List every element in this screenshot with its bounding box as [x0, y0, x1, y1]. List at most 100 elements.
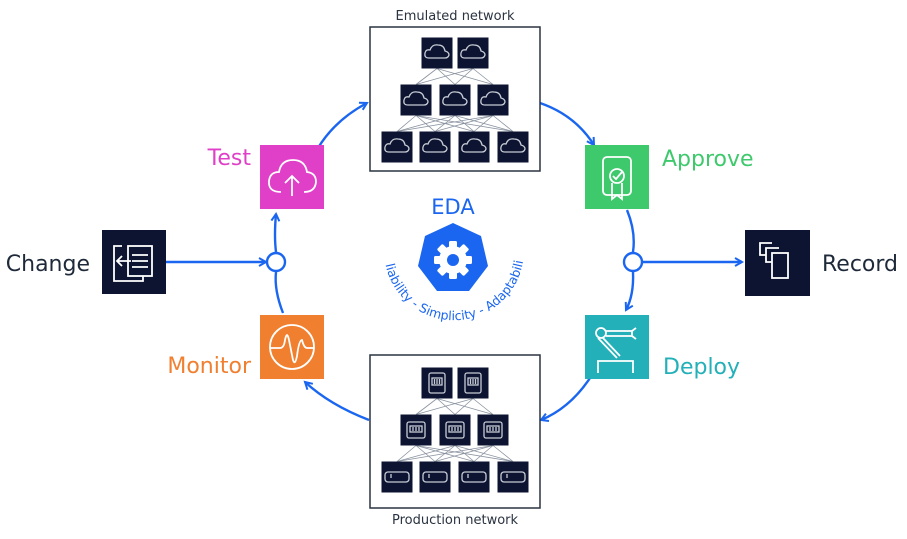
- network-link: [396, 115, 456, 132]
- production-network-nodes: [381, 367, 529, 493]
- network-link: [415, 68, 438, 85]
- network-node: [400, 84, 432, 116]
- cloud-icon: [460, 44, 486, 59]
- node-tile: [419, 131, 451, 163]
- stage-monitor[interactable]: Monitor: [167, 315, 324, 379]
- network-node: [458, 461, 490, 493]
- change-label: Change: [6, 252, 90, 277]
- arrow-deploy-to-production: [541, 377, 591, 420]
- flow-arrows: [166, 103, 742, 420]
- network-link: [492, 115, 514, 132]
- network-link: [434, 445, 494, 462]
- eda-logo: [418, 223, 488, 291]
- node-tile: [419, 461, 451, 493]
- switch-icon: [483, 421, 503, 439]
- network-node: [477, 84, 509, 116]
- copies-icon: [759, 242, 789, 279]
- deploy-label: Deploy: [663, 355, 740, 380]
- cloud-icon: [442, 91, 468, 106]
- arrow-junction-to-test: [275, 214, 276, 253]
- server-icon: [384, 471, 410, 483]
- network-node: [421, 37, 453, 69]
- network-link: [396, 115, 494, 132]
- network-link: [436, 68, 456, 85]
- stage-test[interactable]: Test: [207, 145, 324, 209]
- cloud-icon: [480, 91, 506, 106]
- monitor-label: Monitor: [167, 354, 252, 379]
- network-link: [415, 398, 438, 415]
- node-tile: [381, 131, 413, 163]
- arrow-approve-to-junction: [625, 209, 635, 253]
- server-icon: [500, 471, 526, 483]
- network-link: [472, 68, 494, 85]
- network-link: [472, 398, 494, 415]
- junction-left: [265, 251, 287, 273]
- network-node: [381, 131, 413, 163]
- gear-icon: [434, 241, 472, 279]
- node-tile: [381, 461, 413, 493]
- cloud-icon: [424, 44, 450, 59]
- record-tile: [745, 230, 810, 296]
- pulse-icon: [269, 324, 315, 370]
- emulated-network-label: Emulated network: [396, 9, 515, 24]
- network-node: [419, 461, 451, 493]
- certificate-icon: [602, 156, 632, 201]
- node-tile: [497, 461, 529, 493]
- emulated-network-links: [396, 68, 514, 132]
- arrow-test-to-emulated: [316, 103, 367, 149]
- network-node: [439, 414, 471, 446]
- network-link: [434, 115, 494, 132]
- arrow-monitor-to-junction: [274, 271, 285, 314]
- network-link: [454, 398, 474, 415]
- network-link: [473, 445, 494, 462]
- network-link: [396, 445, 456, 462]
- network-node: [457, 367, 489, 399]
- network-node: [457, 37, 489, 69]
- network-node: [400, 414, 432, 446]
- arrow-junction-to-deploy: [626, 271, 635, 310]
- switch-icon: [445, 421, 465, 439]
- stage-change[interactable]: Change: [6, 230, 166, 294]
- network-node: [497, 131, 529, 163]
- server-icon: [461, 471, 487, 483]
- network-link: [415, 68, 474, 85]
- robot-arm-icon: [595, 327, 637, 373]
- arrow-production-to-monitor: [305, 382, 370, 422]
- production-network-label: Production network: [392, 513, 519, 528]
- record-label: Record: [822, 252, 898, 277]
- node-tile: [458, 461, 490, 493]
- network-node: [419, 131, 451, 163]
- network-link: [396, 445, 417, 462]
- chassis-icon: [464, 372, 482, 394]
- cloud-icon: [403, 91, 429, 106]
- network-link: [436, 398, 494, 415]
- emulated-network-nodes: [381, 37, 529, 163]
- network-node: [497, 461, 529, 493]
- document-import-icon: [113, 245, 153, 282]
- network-link: [436, 68, 494, 85]
- node-tile: [421, 37, 453, 69]
- node-tile: [497, 131, 529, 163]
- stage-record[interactable]: Record: [745, 230, 898, 296]
- node-tile: [439, 84, 471, 116]
- cloud-icon: [384, 138, 410, 153]
- stage-approve[interactable]: Approve: [585, 145, 754, 209]
- arrow-emulated-to-approve: [539, 101, 594, 145]
- node-tile: [458, 131, 490, 163]
- approve-label: Approve: [662, 147, 754, 172]
- network-link: [454, 68, 474, 85]
- stage-deploy[interactable]: Deploy: [585, 315, 740, 380]
- network-node: [439, 84, 471, 116]
- network-link: [436, 398, 456, 415]
- switch-icon: [406, 421, 426, 439]
- deploy-tile: [585, 315, 649, 379]
- node-tile: [400, 84, 432, 116]
- node-tile: [477, 84, 509, 116]
- junction-right: [622, 251, 644, 273]
- change-tile: [102, 230, 166, 294]
- server-icon: [422, 471, 448, 483]
- chassis-icon: [428, 372, 446, 394]
- network-node: [421, 367, 453, 399]
- cloud-icon: [500, 138, 526, 153]
